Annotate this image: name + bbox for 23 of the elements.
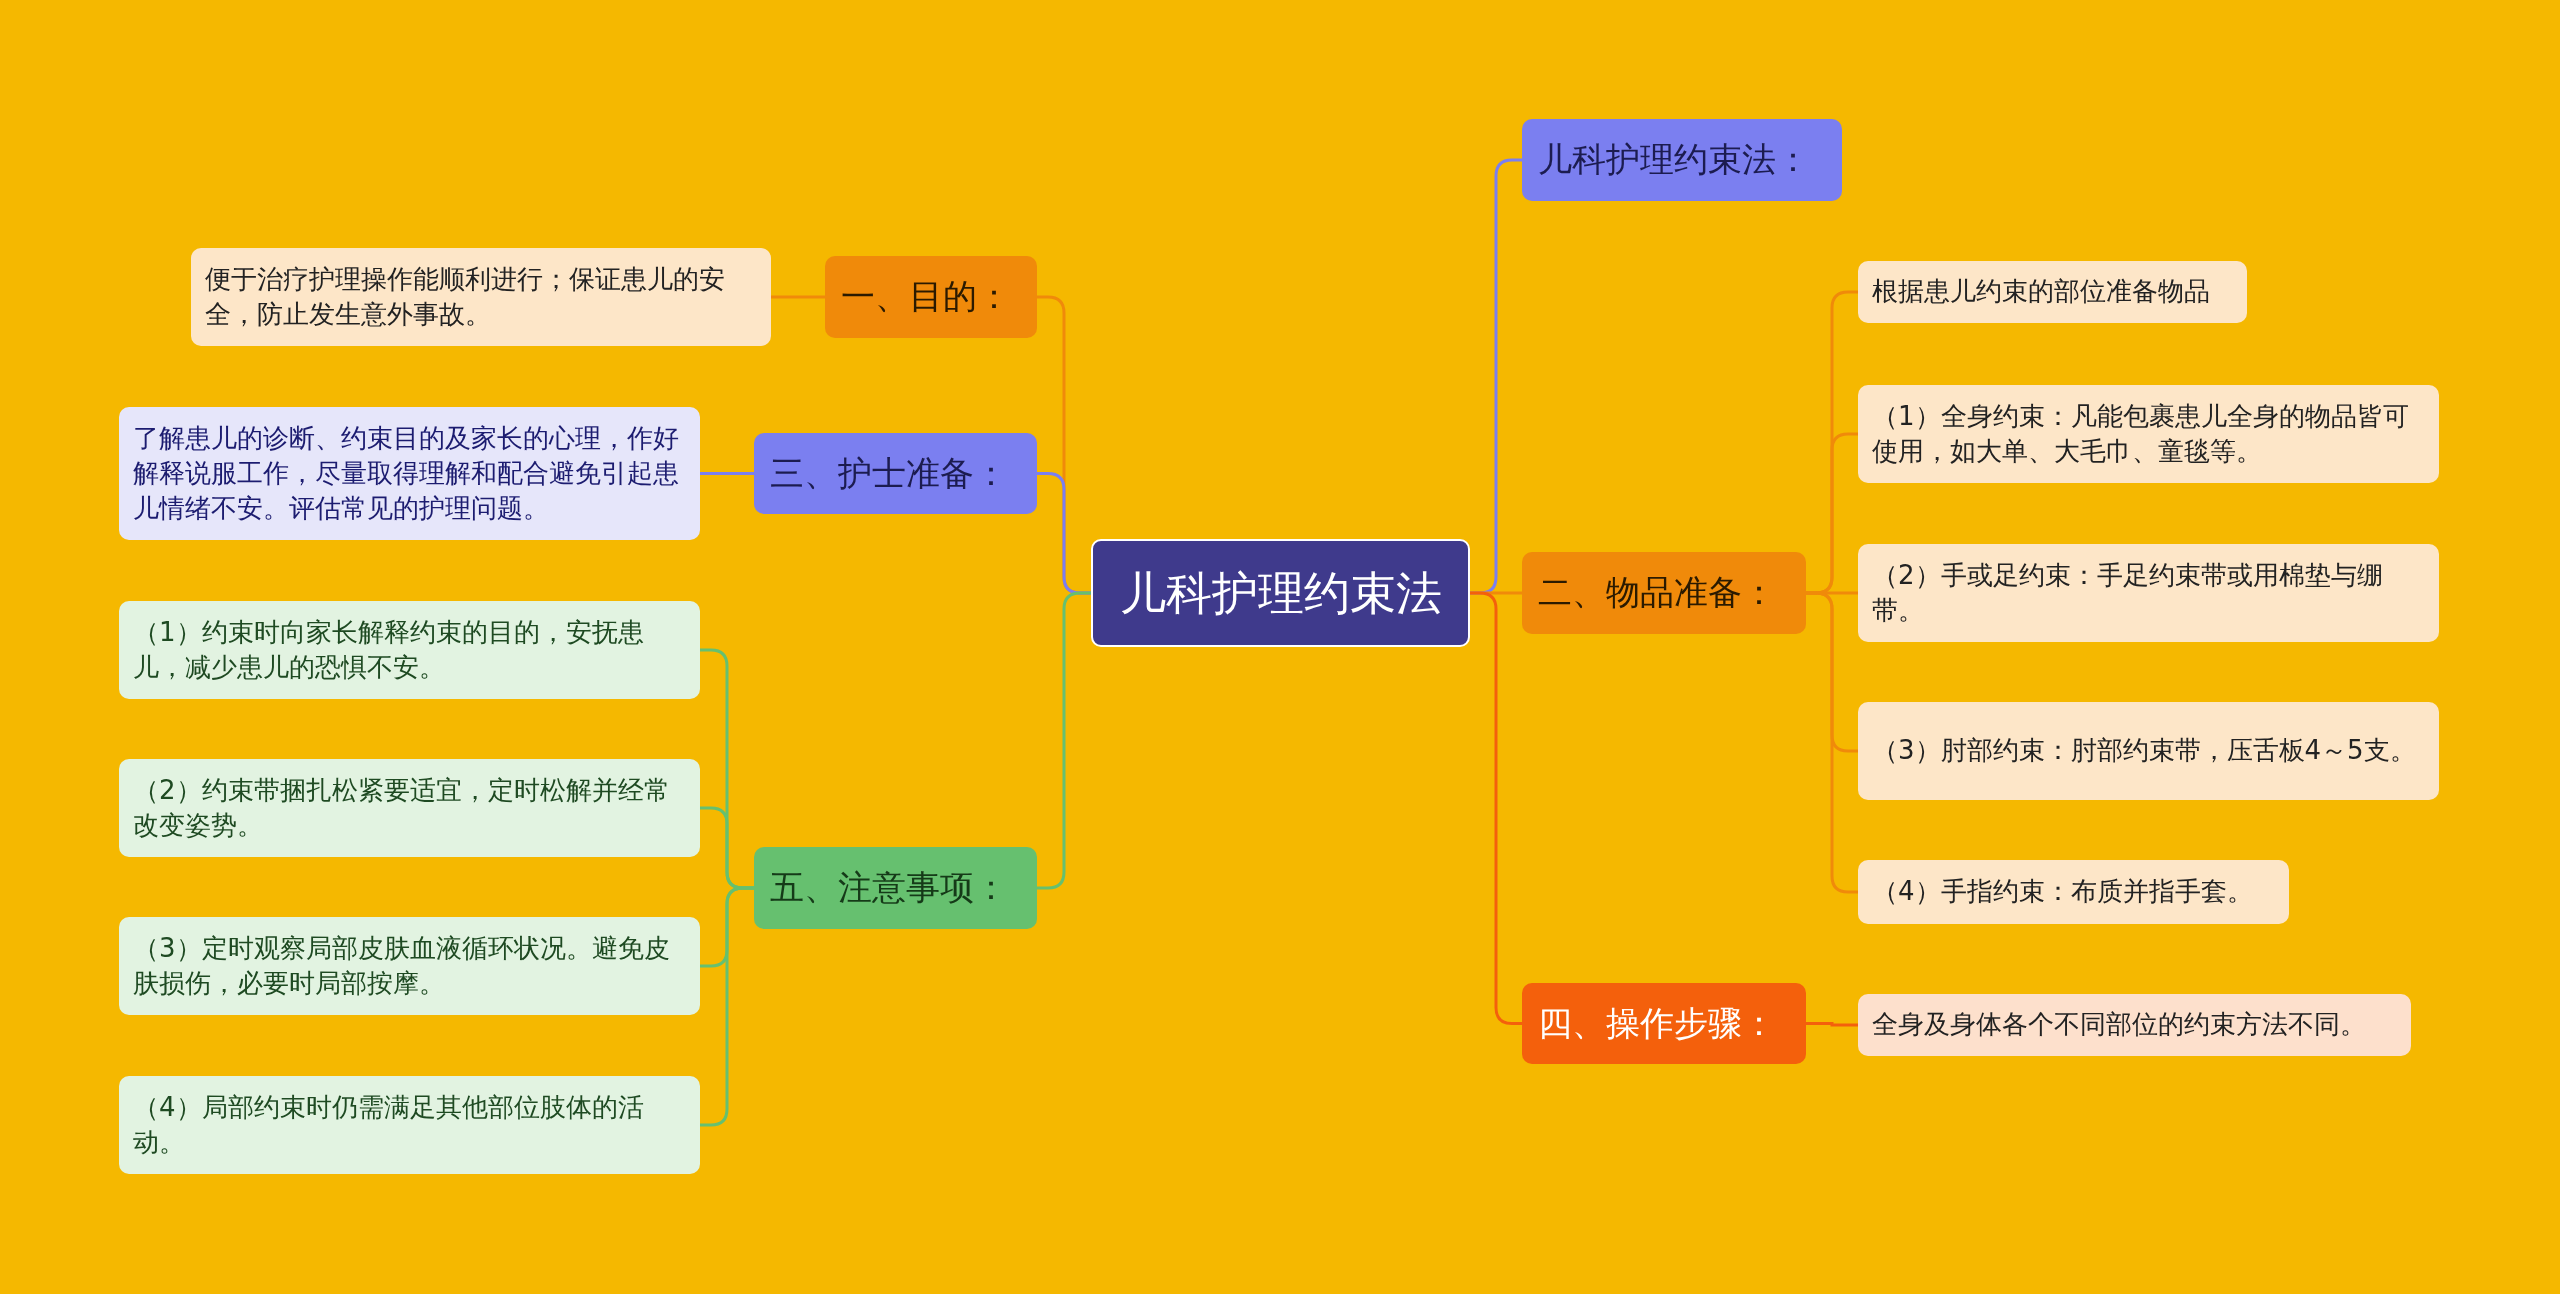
note-box: （2）约束带捆扎松紧要适宜，定时松解并经常改变姿势。 [119,759,700,857]
connector-line [1806,591,1858,894]
connector-line [771,295,825,299]
note-box: （1）约束时向家长解释约束的目的，安抚患儿，减少患儿的恐惧不安。 [119,601,700,699]
note-box: （4）局部约束时仍需满足其他部位肢体的活动。 [119,1076,700,1174]
note-box: 了解患儿的诊断、约束目的及家长的心理，作好解释说服工作，尽量取得理解和配合避免引起患儿情绪不安。评估常见的护理问题。 [119,407,700,540]
note-box: （3）肘部约束：肘部约束带，压舌板4～5支。 [1858,702,2439,800]
topic-box: 二、物品准备： [1522,552,1806,634]
note-box: （2）手或足约束：手足约束带或用棉垫与绷带。 [1858,544,2439,642]
note-box: （1）全身约束：凡能包裹患儿全身的物品皆可使用，如大单、大毛巾、童毯等。 [1858,385,2439,483]
topic-box: 三、护士准备： [754,433,1037,514]
topic-box: 四、操作步骤： [1522,983,1806,1064]
note-box: （4）手指约束：布质并指手套。 [1858,860,2289,924]
topic-box: 一、目的： [825,256,1037,338]
topic-box: 五、注意事项： [754,847,1037,929]
topic-box: 儿科护理约束法： [1522,119,1842,201]
note-box: 便于治疗护理操作能顺利进行；保证患儿的安全，防止发生意外事故。 [191,248,771,346]
connector-line [1806,1022,1858,1027]
note-box: 根据患儿约束的部位准备物品 [1858,261,2247,323]
note-box: 全身及身体各个不同部位的约束方法不同。 [1858,994,2411,1056]
central-topic-box: 儿科护理约束法 [1091,539,1470,647]
connector-line [700,472,754,475]
note-box: （3）定时观察局部皮肤血液循环状况。避免皮肤损伤，必要时局部按摩。 [119,917,700,1015]
